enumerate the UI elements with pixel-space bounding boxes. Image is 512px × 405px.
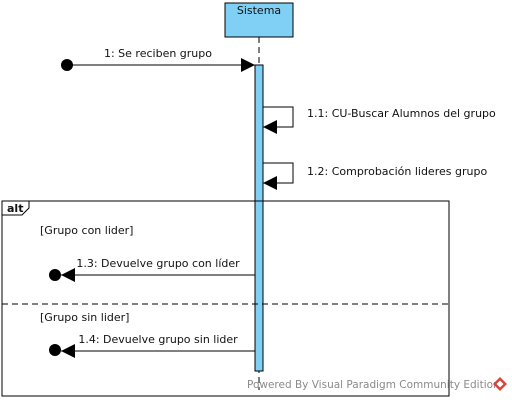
message-1-1-label: 1.1: CU-Buscar Alumnos del grupo (307, 107, 496, 120)
alt-guard-2: [Grupo sin lider] (40, 311, 129, 324)
message-1-2-arrow (263, 162, 294, 190)
alt-fragment-frame (1, 200, 450, 397)
alt-operator-tab (1, 200, 30, 216)
lifeline-head-box[interactable] (224, 2, 294, 38)
alt-operator-label: alt (7, 202, 23, 215)
message-1-1-arrow (263, 106, 294, 134)
message-1-4[interactable]: 1.4: Devuelve grupo sin lider (49, 333, 255, 358)
lifeline-sistema[interactable]: Sistema (224, 2, 294, 38)
message-1-3[interactable]: 1.3: Devuelve grupo con líder (49, 257, 255, 282)
lifeline-name: Sistema (237, 4, 281, 17)
activation-bar[interactable] (254, 64, 264, 372)
alt-fragment[interactable]: alt [Grupo con lider] [Grupo sin lider] (1, 200, 450, 397)
message-1-3-label: 1.3: Devuelve grupo con líder (76, 257, 240, 270)
message-1-1[interactable]: 1.1: CU-Buscar Alumnos del grupo (263, 106, 496, 134)
lost-message-end-dot (49, 269, 61, 281)
message-1-label: 1: Se reciben grupo (104, 47, 212, 60)
message-1-4-label: 1.4: Devuelve grupo sin lider (78, 333, 238, 346)
alt-guard-1: [Grupo con lider] (40, 224, 133, 237)
message-1-2-label: 1.2: Comprobación lideres grupo (307, 165, 487, 178)
watermark-text: Powered By Visual Paradigm Community Edi… (247, 379, 500, 391)
lost-message-end-dot (49, 344, 61, 356)
message-1[interactable]: 1: Se reciben grupo (61, 47, 255, 72)
visual-paradigm-logo-icon (493, 377, 507, 391)
message-1-2[interactable]: 1.2: Comprobación lideres grupo (263, 162, 487, 190)
